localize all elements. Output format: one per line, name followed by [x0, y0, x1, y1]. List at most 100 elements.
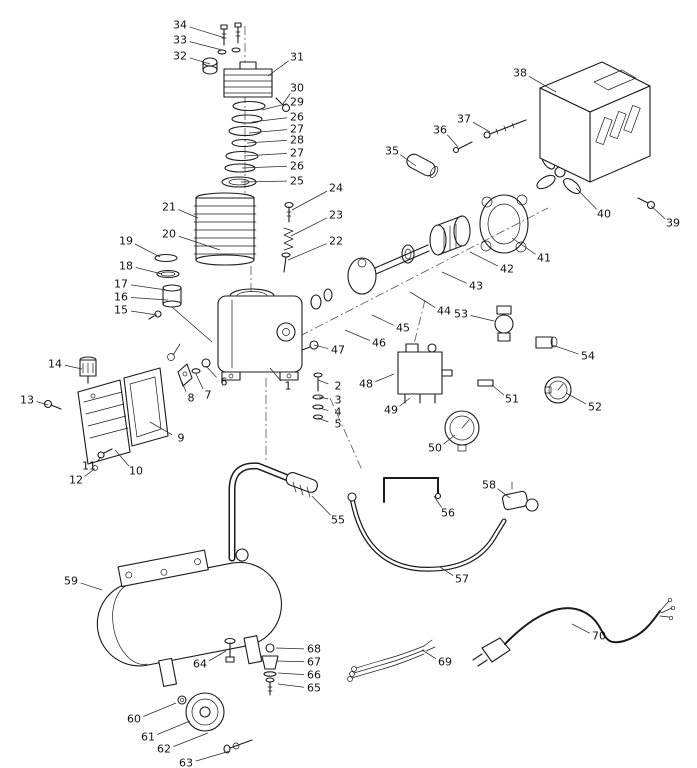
- part-callout-4: 4: [318, 406, 342, 419]
- part-callout-22: 22: [287, 235, 343, 261]
- leader-line: [205, 365, 217, 378]
- part-number: 21: [162, 201, 176, 214]
- part-number: 68: [307, 643, 321, 656]
- part-callout-14: 14: [48, 358, 83, 371]
- part-number: 1: [285, 380, 292, 393]
- part-callout-28: 28: [246, 134, 304, 147]
- leader-line: [130, 284, 167, 291]
- air-tank: [96, 548, 283, 687]
- part-callout-5: 5: [317, 418, 342, 431]
- part-callout-32: 32: [173, 50, 211, 65]
- part-number: 35: [385, 145, 399, 158]
- leader-line: [433, 495, 442, 508]
- part-number: 12: [69, 474, 83, 487]
- part-number: 18: [119, 260, 133, 273]
- leader-line: [291, 190, 328, 211]
- leader-line: [114, 449, 130, 467]
- part-callout-48: 48: [359, 373, 395, 391]
- leader-line: [469, 251, 499, 267]
- leader-line: [441, 271, 467, 284]
- part-number: 47: [331, 344, 345, 357]
- discharge-tube: [347, 492, 507, 572]
- part-number: 63: [179, 757, 193, 768]
- part-callout-37: 37: [457, 113, 491, 133]
- part-number: 54: [581, 350, 595, 363]
- part-callout-2: 2: [317, 379, 342, 393]
- motor-cover: [539, 61, 651, 183]
- leader-line: [64, 364, 83, 370]
- part-number: 65: [307, 682, 321, 695]
- leader-line: [195, 750, 231, 762]
- part-callout-12: 12: [69, 469, 94, 487]
- leader-line: [243, 153, 288, 157]
- part-callout-35: 35: [385, 145, 417, 167]
- part-callout-30: 30: [282, 82, 304, 105]
- part-callout-50: 50: [428, 434, 456, 455]
- part-callout-47: 47: [313, 344, 345, 357]
- part-callout-39: 39: [650, 205, 680, 230]
- part-number: 15: [114, 304, 128, 317]
- cylinder-block: [193, 192, 257, 266]
- part-number: 60: [127, 713, 141, 726]
- part-number: 43: [469, 280, 483, 293]
- part-number: 40: [597, 208, 611, 221]
- leader-line: [551, 344, 579, 355]
- part-number: 5: [335, 418, 342, 431]
- part-callout-40: 40: [575, 187, 611, 221]
- leader-line: [571, 623, 591, 634]
- part-number: 3: [335, 394, 342, 407]
- guard-plates: [77, 367, 169, 471]
- part-number: 37: [457, 113, 471, 126]
- part-callout-27: 27: [248, 123, 304, 136]
- part-callout-46: 46: [344, 329, 386, 350]
- part-callout-6: 6: [205, 365, 228, 389]
- part-callout-38: 38: [513, 67, 557, 93]
- part-number: 52: [588, 401, 602, 414]
- regulator: [477, 305, 558, 387]
- part-callout-56: 56: [433, 495, 455, 520]
- part-number: 30: [290, 82, 304, 95]
- leader-line: [344, 329, 370, 341]
- part-callout-8: 8: [181, 381, 195, 405]
- part-callout-34: 34: [173, 19, 226, 39]
- part-callout-67: 67: [276, 656, 321, 669]
- part-number: 25: [290, 175, 304, 188]
- part-number: 2: [335, 380, 342, 393]
- part-number: 66: [307, 669, 321, 682]
- part-number: 38: [513, 67, 527, 80]
- part-callout-62: 62: [157, 732, 209, 756]
- part-callout-63: 63: [179, 750, 231, 768]
- leader-line: [317, 379, 329, 385]
- part-number: 23: [329, 209, 343, 222]
- part-callout-53: 53: [454, 308, 495, 322]
- part-callout-24: 24: [291, 182, 343, 211]
- part-number: 8: [188, 392, 195, 405]
- gasket-stack: [221, 100, 266, 188]
- drain-valve: [224, 637, 236, 663]
- part-callout-58: 58: [482, 479, 511, 499]
- leader-line: [290, 217, 328, 237]
- unloader-tube: [383, 477, 442, 503]
- leader-line: [311, 495, 331, 516]
- valve-bolt-spring: [281, 201, 294, 273]
- part-number: 9: [178, 432, 185, 445]
- cover-screw: [637, 197, 656, 210]
- part-callout-70: 70: [571, 623, 606, 643]
- part-number: 33: [173, 34, 187, 47]
- cylinder-head: [223, 61, 291, 113]
- leader-line: [575, 187, 597, 210]
- leader-line: [439, 566, 454, 576]
- part-number: 7: [205, 389, 212, 402]
- handle: [228, 462, 318, 562]
- part-number: 56: [441, 507, 455, 520]
- part-number: 58: [482, 479, 496, 492]
- leader-line: [130, 310, 158, 316]
- leader-line: [96, 456, 102, 463]
- part-callout-10: 10: [114, 449, 143, 478]
- leader-line: [472, 121, 491, 133]
- foot-stack: [261, 643, 279, 696]
- part-callout-15: 15: [114, 304, 158, 317]
- leader-line: [261, 103, 288, 111]
- piston-assembly: [148, 253, 213, 343]
